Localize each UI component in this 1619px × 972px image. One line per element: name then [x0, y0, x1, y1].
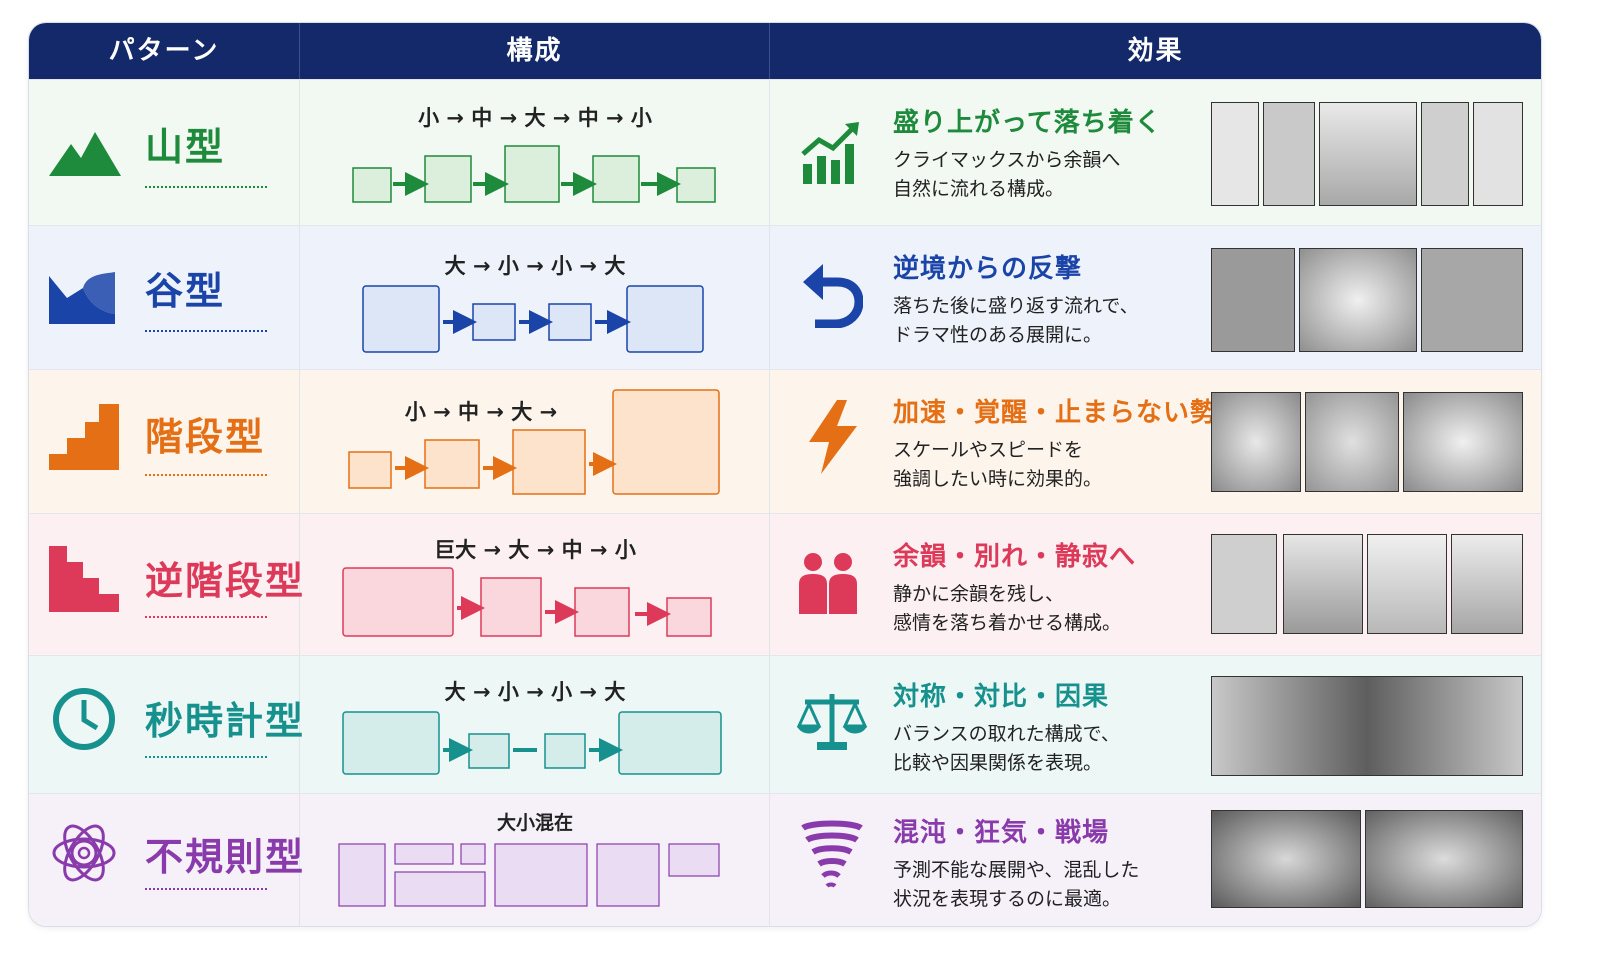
- pattern-table: パターン 構成 効果 山型 小 → 中 → 大 → 中 → 小: [28, 22, 1542, 927]
- manga-panel: [1211, 102, 1259, 206]
- effect-title: 盛り上がって落ち着く: [893, 108, 1162, 138]
- layout-diagram: [362, 285, 704, 353]
- scales-icon: [797, 694, 867, 750]
- effect-title: 逆境からの反撃: [893, 254, 1083, 284]
- manga-panel: [1403, 392, 1523, 492]
- manga-panel: [1211, 810, 1361, 908]
- manga-panel: [1305, 392, 1399, 492]
- spiral-icon: [52, 824, 116, 882]
- lightning-icon: [809, 400, 857, 474]
- layout-diagram: [352, 145, 716, 203]
- manga-panel: [1263, 102, 1315, 206]
- manga-panel: [1421, 248, 1523, 352]
- growth-chart-icon: [801, 122, 859, 184]
- manga-panel: [1211, 392, 1301, 492]
- layout-diagram: [342, 711, 722, 775]
- table-row: 階段型 小 → 中 → 大 → 加速・覚醒・止まらない勢い スケールやスピードを…: [29, 369, 1541, 514]
- effect-title: 余韻・別れ・静寂へ: [893, 542, 1137, 572]
- effect-desc-line2: 感情を落ち着かせる構成。: [893, 612, 1122, 634]
- effect-desc-line1: 予測不能な展開や、混乱した: [893, 859, 1140, 881]
- table-row: 不規則型 大小混在 混沌・狂気・戦場 予測不能な展開や、混乱した 状況を表現する…: [29, 793, 1541, 926]
- pattern-name: 階段型: [145, 415, 266, 459]
- effect-desc-line2: 自然に流れる構成。: [893, 178, 1065, 200]
- effect-desc-line1: 落ちた後に盛り返す流れで、: [893, 295, 1139, 317]
- size-sequence: 大 → 小 → 小 → 大: [444, 680, 626, 704]
- manga-panel: [1319, 102, 1417, 206]
- manga-panel: [1211, 248, 1295, 352]
- effect-title: 混沌・狂気・戦場: [893, 818, 1110, 848]
- table-row: 秒時計型 大 → 小 → 小 → 大 対称・対比・因果 バランスの取れた構成で、…: [29, 655, 1541, 794]
- effect-title: 加速・覚醒・止まらない勢い: [893, 398, 1245, 428]
- stairs-up-icon: [49, 404, 119, 470]
- effect-title: 対称・対比・因果: [893, 682, 1110, 712]
- table-row: 谷型 大 → 小 → 小 → 大 逆境からの反撃 落ちた後に盛り返す流れで、 ド…: [29, 225, 1541, 370]
- header-structure: 構成: [506, 36, 563, 66]
- header-pattern: パターン: [108, 36, 220, 66]
- size-sequence: 大小混在: [496, 812, 573, 834]
- mountain-icon: [49, 132, 121, 176]
- tornado-icon: [801, 820, 863, 888]
- effect-desc-line2: ドラマ性のある展開に。: [893, 324, 1103, 346]
- size-sequence: 巨大 → 大 → 中 → 小: [434, 538, 636, 562]
- pattern-name: 秒時計型: [145, 699, 306, 743]
- effect-desc-line2: 状況を表現するのに最適。: [893, 888, 1122, 910]
- table-row: 山型 小 → 中 → 大 → 中 → 小 盛り上がって落ち着く クライマックスか…: [29, 79, 1541, 226]
- effect-desc-line1: バランスの取れた構成で、: [893, 723, 1120, 745]
- size-sequence: 小 → 中 → 大 →: [404, 400, 558, 424]
- layout-diagram: [342, 567, 712, 637]
- manga-panel: [1367, 534, 1447, 634]
- pattern-name: 不規則型: [145, 835, 306, 879]
- layout-diagram: [338, 843, 720, 907]
- table-row: 逆階段型 巨大 → 大 → 中 → 小 余韻・別れ・静寂へ 静かに余韻を残し、 …: [29, 513, 1541, 656]
- manga-panel: [1451, 534, 1523, 634]
- header-effect: 効果: [1127, 36, 1184, 66]
- effect-desc-line2: 強調したい時に効果的。: [893, 468, 1103, 490]
- effect-desc-line2: 比較や因果関係を表現。: [893, 752, 1103, 774]
- manga-panel: [1211, 534, 1277, 634]
- manga-panel: [1299, 248, 1417, 352]
- valley-icon: [49, 272, 115, 324]
- manga-panel: [1365, 810, 1523, 908]
- clock-icon: [53, 688, 115, 750]
- manga-panel: [1211, 676, 1523, 776]
- stairs-down-icon: [49, 546, 119, 612]
- pattern-name: 逆階段型: [145, 559, 306, 603]
- pattern-name: 谷型: [145, 269, 226, 313]
- layout-diagram: [348, 389, 720, 495]
- effect-desc-line1: 静かに余韻を残し、: [893, 583, 1065, 605]
- manga-panel: [1421, 102, 1469, 206]
- manga-panel: [1473, 102, 1523, 206]
- undo-arrow-icon: [803, 264, 863, 328]
- size-sequence: 大 → 小 → 小 → 大: [444, 254, 626, 278]
- effect-desc-line1: クライマックスから余韻へ: [893, 149, 1121, 171]
- two-people-icon: [799, 553, 857, 614]
- table-header: パターン 構成 効果: [29, 23, 1541, 79]
- pattern-name: 山型: [145, 125, 226, 169]
- size-sequence: 小 → 中 → 大 → 中 → 小: [418, 106, 652, 130]
- manga-panel: [1283, 534, 1363, 634]
- effect-desc-line1: スケールやスピードを: [893, 439, 1084, 461]
